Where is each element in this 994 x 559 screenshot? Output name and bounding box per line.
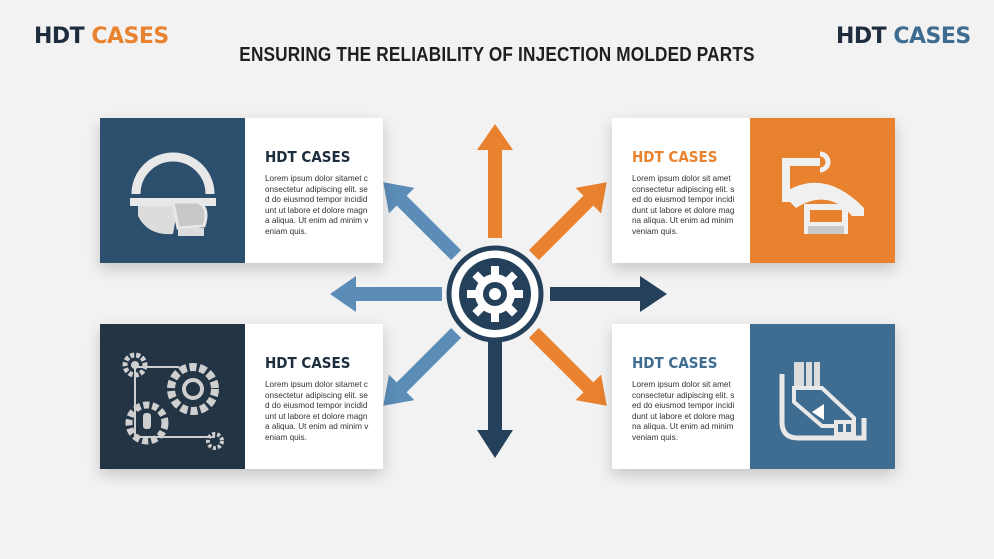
- card3-body: Lorem ipsum dolor sitamet consectetur ad…: [265, 380, 369, 442]
- card4-body: Lorem ipsum dolor sit amet consectetur a…: [632, 380, 735, 442]
- card2-title: HDT CASES: [632, 148, 718, 166]
- card3-title: HDT CASES: [265, 354, 351, 372]
- arrow-up-right: [528, 182, 607, 261]
- arrow-down-right: [528, 327, 607, 406]
- card1-body: Lorem ipsum dolor sitamet consectetur ad…: [265, 174, 369, 236]
- arrow-up: [477, 124, 513, 238]
- arrow-up-left: [383, 182, 462, 261]
- gears-touch-icon: [122, 352, 224, 450]
- card2-body: Lorem ipsum dolor sit amet consectetur a…: [632, 174, 735, 236]
- brand-logo-left: HDT CASES: [34, 24, 169, 49]
- logo-right-part1: HDT: [836, 24, 894, 49]
- arrow-down-left: [383, 327, 462, 406]
- card3-textbox: HDT CASES Lorem ipsum dolor sitamet cons…: [245, 324, 383, 469]
- arrow-right: [550, 276, 667, 312]
- card4-title: HDT CASES: [632, 354, 718, 372]
- card1-textbox: HDT CASES Lorem ipsum dolor sitamet cons…: [245, 118, 383, 263]
- card2-textbox: HDT CASES Lorem ipsum dolor sit amet con…: [612, 118, 750, 263]
- card1-title: HDT CASES: [265, 148, 351, 166]
- conveyor-part-icon: [779, 361, 866, 440]
- robot-arm-icon: [781, 151, 864, 234]
- card2-tile: [750, 118, 895, 263]
- card4-tile: [750, 324, 895, 469]
- card-top-right: HDT CASES Lorem ipsum dolor sit amet con…: [612, 118, 895, 263]
- card-top-left: HDT CASES Lorem ipsum dolor sitamet cons…: [100, 118, 383, 263]
- card1-tile: [100, 118, 245, 263]
- gear-icon: [446, 245, 544, 343]
- mold-tool-icon: [129, 152, 216, 236]
- brand-logo-right: HDT CASES: [836, 24, 971, 49]
- page-title: ENSURING THE RELIABILITY OF INJECTION MO…: [239, 44, 755, 66]
- logo-left-part1: HDT: [34, 24, 92, 49]
- logo-left-part2: CASES: [91, 24, 169, 49]
- card4-textbox: HDT CASES Lorem ipsum dolor sit amet con…: [612, 324, 750, 469]
- arrow-down: [477, 336, 513, 458]
- card-bottom-right: HDT CASES Lorem ipsum dolor sit amet con…: [612, 324, 895, 469]
- logo-right-part2: CASES: [893, 24, 971, 49]
- card3-tile: [100, 324, 245, 469]
- card-bottom-left: HDT CASES Lorem ipsum dolor sitamet cons…: [100, 324, 383, 469]
- arrow-left: [330, 276, 442, 312]
